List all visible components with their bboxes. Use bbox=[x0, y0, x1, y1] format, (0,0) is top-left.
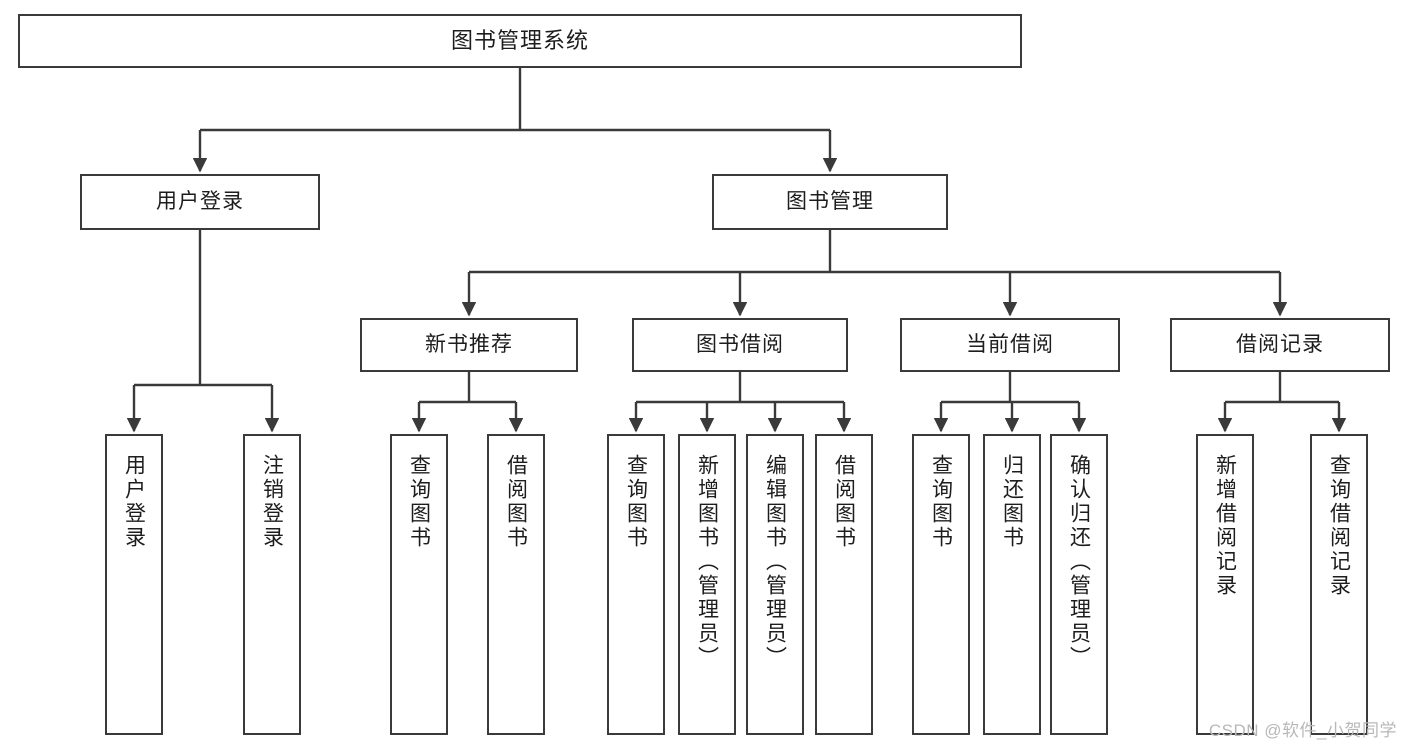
node-label: 注销登录 bbox=[260, 454, 284, 550]
node-label: 借阅图书 bbox=[504, 454, 528, 550]
node-label: 编辑图书（管理员） bbox=[763, 454, 787, 670]
node-leaf-user-login[interactable]: 用户登录 bbox=[105, 434, 163, 735]
node-label: 用户登录 bbox=[122, 454, 146, 550]
node-new-book-rec[interactable]: 新书推荐 bbox=[360, 318, 578, 372]
node-leaf-borrow-book-2[interactable]: 借阅图书 bbox=[815, 434, 873, 735]
node-leaf-query-record[interactable]: 查询借阅记录 bbox=[1310, 434, 1368, 735]
node-book-borrow[interactable]: 图书借阅 bbox=[632, 318, 848, 372]
node-leaf-confirm-return[interactable]: 确认归还（管理员） bbox=[1050, 434, 1108, 735]
node-label: 图书管理 bbox=[786, 189, 874, 213]
node-label: 新增借阅记录 bbox=[1213, 454, 1237, 598]
node-label: 查询图书 bbox=[407, 454, 431, 550]
node-leaf-query-book-3[interactable]: 查询图书 bbox=[912, 434, 970, 735]
node-leaf-add-record[interactable]: 新增借阅记录 bbox=[1196, 434, 1254, 735]
node-label: 查询图书 bbox=[929, 454, 953, 550]
node-root[interactable]: 图书管理系统 bbox=[18, 14, 1022, 68]
node-label: 借阅图书 bbox=[832, 454, 856, 550]
watermark-text: CSDN @软件_小贺同学 bbox=[1208, 721, 1397, 740]
node-label: 确认归还（管理员） bbox=[1067, 454, 1091, 670]
node-label: 图书借阅 bbox=[696, 332, 784, 356]
node-label: 当前借阅 bbox=[966, 332, 1054, 356]
node-leaf-query-book-1[interactable]: 查询图书 bbox=[390, 434, 448, 735]
node-borrow-record[interactable]: 借阅记录 bbox=[1170, 318, 1390, 372]
node-leaf-add-book[interactable]: 新增图书（管理员） bbox=[678, 434, 736, 735]
node-user-login[interactable]: 用户登录 bbox=[80, 174, 320, 230]
node-label: 图书管理系统 bbox=[450, 28, 589, 54]
node-leaf-query-book-2[interactable]: 查询图书 bbox=[607, 434, 665, 735]
node-label: 查询借阅记录 bbox=[1327, 454, 1351, 598]
node-label: 新增图书（管理员） bbox=[695, 454, 719, 670]
node-book-manage[interactable]: 图书管理 bbox=[712, 174, 948, 230]
node-leaf-return-book[interactable]: 归还图书 bbox=[983, 434, 1041, 735]
node-label: 新书推荐 bbox=[425, 332, 513, 356]
node-leaf-edit-book[interactable]: 编辑图书（管理员） bbox=[746, 434, 804, 735]
node-current-borrow[interactable]: 当前借阅 bbox=[900, 318, 1120, 372]
node-label: 归还图书 bbox=[1000, 454, 1024, 550]
node-leaf-logout[interactable]: 注销登录 bbox=[243, 434, 301, 735]
node-label: 查询图书 bbox=[624, 454, 648, 550]
node-label: 用户登录 bbox=[156, 189, 244, 213]
node-label: 借阅记录 bbox=[1236, 332, 1324, 356]
node-leaf-borrow-book-1[interactable]: 借阅图书 bbox=[487, 434, 545, 735]
